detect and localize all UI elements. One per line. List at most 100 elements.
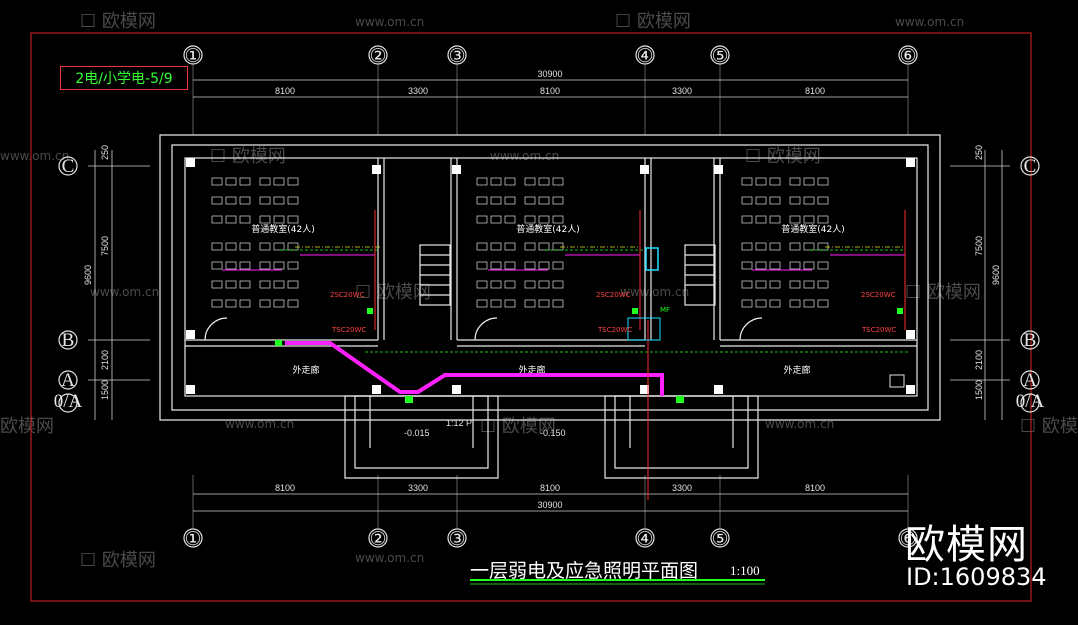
desk bbox=[817, 261, 829, 270]
desk bbox=[803, 261, 815, 270]
desk bbox=[803, 299, 815, 308]
watermark-brand: ☐ 欧模网 bbox=[210, 146, 286, 167]
desk bbox=[789, 242, 801, 251]
desk bbox=[769, 299, 781, 308]
annotation-sc: 2SC20WC bbox=[596, 291, 631, 299]
desk bbox=[524, 299, 536, 308]
axis-letter: A bbox=[61, 370, 75, 391]
watermark-url: www.om.cn bbox=[490, 149, 559, 163]
desk bbox=[538, 242, 550, 251]
desk bbox=[490, 177, 502, 186]
desk bbox=[789, 215, 801, 224]
axis-letter: A bbox=[1023, 370, 1037, 391]
desk bbox=[259, 177, 271, 186]
dim-vertical: 9600 bbox=[991, 265, 1001, 285]
desk bbox=[211, 177, 223, 186]
axis-label: ⑤ bbox=[711, 529, 728, 550]
desk bbox=[755, 261, 767, 270]
desk bbox=[524, 215, 536, 224]
desk bbox=[552, 177, 564, 186]
desk bbox=[817, 242, 829, 251]
watermark-url: www.om.cn bbox=[0, 149, 69, 163]
desk bbox=[287, 215, 299, 224]
desk bbox=[552, 215, 564, 224]
desk bbox=[273, 196, 285, 205]
axis-label: ② bbox=[369, 529, 386, 550]
desk bbox=[524, 196, 536, 205]
dim-span: 3300 bbox=[672, 483, 692, 493]
desk bbox=[225, 215, 237, 224]
classroom-desks bbox=[211, 177, 829, 308]
watermark-url: www.om.cn bbox=[895, 15, 964, 29]
desk bbox=[789, 280, 801, 289]
desk bbox=[538, 215, 550, 224]
axis-letter: B bbox=[1024, 330, 1037, 351]
room-label-classroom: 普通教室(42人) bbox=[251, 223, 314, 235]
desk bbox=[239, 215, 251, 224]
axis-letter: 0/A bbox=[54, 391, 83, 412]
dim-span: 8100 bbox=[805, 86, 825, 96]
desk bbox=[225, 299, 237, 308]
dim-span: 3300 bbox=[672, 86, 692, 96]
desk bbox=[538, 261, 550, 270]
desk bbox=[817, 177, 829, 186]
desk bbox=[211, 261, 223, 270]
desk bbox=[769, 261, 781, 270]
desk bbox=[287, 280, 299, 289]
desk bbox=[239, 261, 251, 270]
desk bbox=[225, 280, 237, 289]
elevation: -0.015 bbox=[404, 428, 430, 438]
desk bbox=[273, 177, 285, 186]
desk bbox=[755, 177, 767, 186]
desk bbox=[490, 280, 502, 289]
desk bbox=[225, 177, 237, 186]
desk bbox=[490, 299, 502, 308]
desk bbox=[211, 299, 223, 308]
desk bbox=[504, 177, 516, 186]
desk bbox=[490, 261, 502, 270]
cable-trunk bbox=[285, 341, 664, 396]
bottom-axis-bubbles: ① ② ③ ④ ⑤ ⑥ bbox=[183, 528, 918, 550]
dim-span: 8100 bbox=[805, 483, 825, 493]
dim-vertical: 250 bbox=[974, 145, 984, 160]
axis-label: ① bbox=[184, 529, 201, 550]
desk bbox=[504, 242, 516, 251]
desk bbox=[287, 177, 299, 186]
desk bbox=[755, 196, 767, 205]
desk bbox=[769, 280, 781, 289]
dim-vertical: 250 bbox=[100, 145, 110, 160]
desk bbox=[538, 280, 550, 289]
desk bbox=[476, 299, 488, 308]
red-risers bbox=[374, 210, 906, 500]
desk bbox=[273, 242, 285, 251]
desk bbox=[211, 280, 223, 289]
desk bbox=[504, 196, 516, 205]
dim-vertical: 1500 bbox=[974, 380, 984, 400]
desk bbox=[769, 196, 781, 205]
desk bbox=[741, 215, 753, 224]
desk bbox=[239, 196, 251, 205]
desk bbox=[552, 261, 564, 270]
axis-lines bbox=[192, 64, 909, 529]
desk bbox=[803, 196, 815, 205]
desk bbox=[741, 261, 753, 270]
elevation: -0.150 bbox=[540, 428, 566, 438]
desk bbox=[817, 196, 829, 205]
watermark-url: www.om.cn bbox=[355, 551, 424, 565]
brand-id: ID:1609834 bbox=[906, 563, 1047, 591]
annotation-sc: 2SC20WC bbox=[861, 291, 896, 299]
desk bbox=[538, 177, 550, 186]
cable-branches bbox=[222, 254, 905, 271]
watermark-url: www.om.cn bbox=[355, 15, 424, 29]
axis-label: ⑤ bbox=[711, 46, 728, 67]
axis-letter: C bbox=[62, 156, 75, 177]
riser-box bbox=[645, 247, 659, 271]
desk bbox=[211, 215, 223, 224]
building-walls bbox=[159, 134, 941, 479]
desk bbox=[287, 299, 299, 308]
dim-span: 8100 bbox=[540, 86, 560, 96]
desk bbox=[552, 242, 564, 251]
axis-label: ⑥ bbox=[899, 46, 916, 67]
drawing-frame bbox=[30, 32, 1032, 602]
desk bbox=[504, 261, 516, 270]
